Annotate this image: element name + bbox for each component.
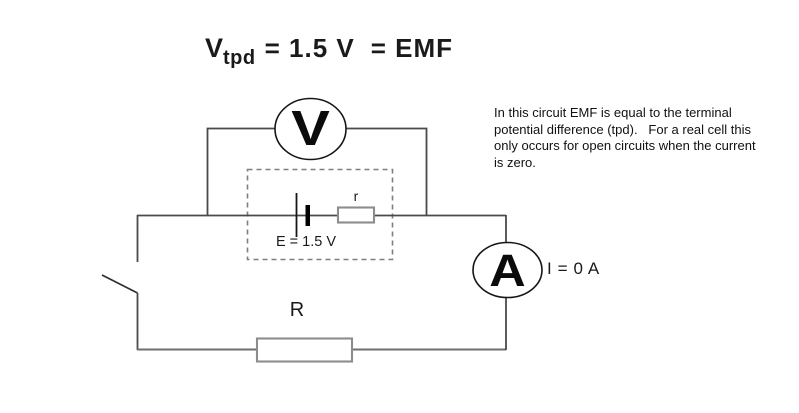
annotation-text: In this circuit EMF is equal to the term… (494, 105, 756, 170)
title-emf: = EMF (370, 33, 454, 63)
ammeter-symbol: A (489, 244, 526, 296)
emf-value-label: E = 1.5 V (275, 234, 337, 250)
wire-voltmeter-right (346, 127, 428, 215)
voltmeter-symbol: V (291, 102, 330, 156)
internal-resistor-box (336, 206, 376, 224)
cell-boundary-dashed-box (246, 168, 394, 261)
voltmeter-ellipse (274, 97, 347, 161)
open-switch-blade-icon (101, 274, 138, 294)
internal-resistance-label: r (353, 188, 359, 204)
ammeter-ellipse (472, 241, 543, 299)
title-v: V (205, 33, 224, 63)
title-value: = 1.5 V (264, 33, 355, 63)
load-resistor-label: R (289, 299, 305, 321)
current-reading-label: I = 0 A (547, 259, 600, 278)
wire-voltmeter-left (206, 127, 275, 215)
load-resistor-box (255, 337, 354, 363)
title-subscript-tpd: tpd (223, 47, 256, 69)
battery-short-plate (305, 205, 310, 226)
title-equation: V tpd = 1.5 V = EMF (205, 33, 454, 69)
